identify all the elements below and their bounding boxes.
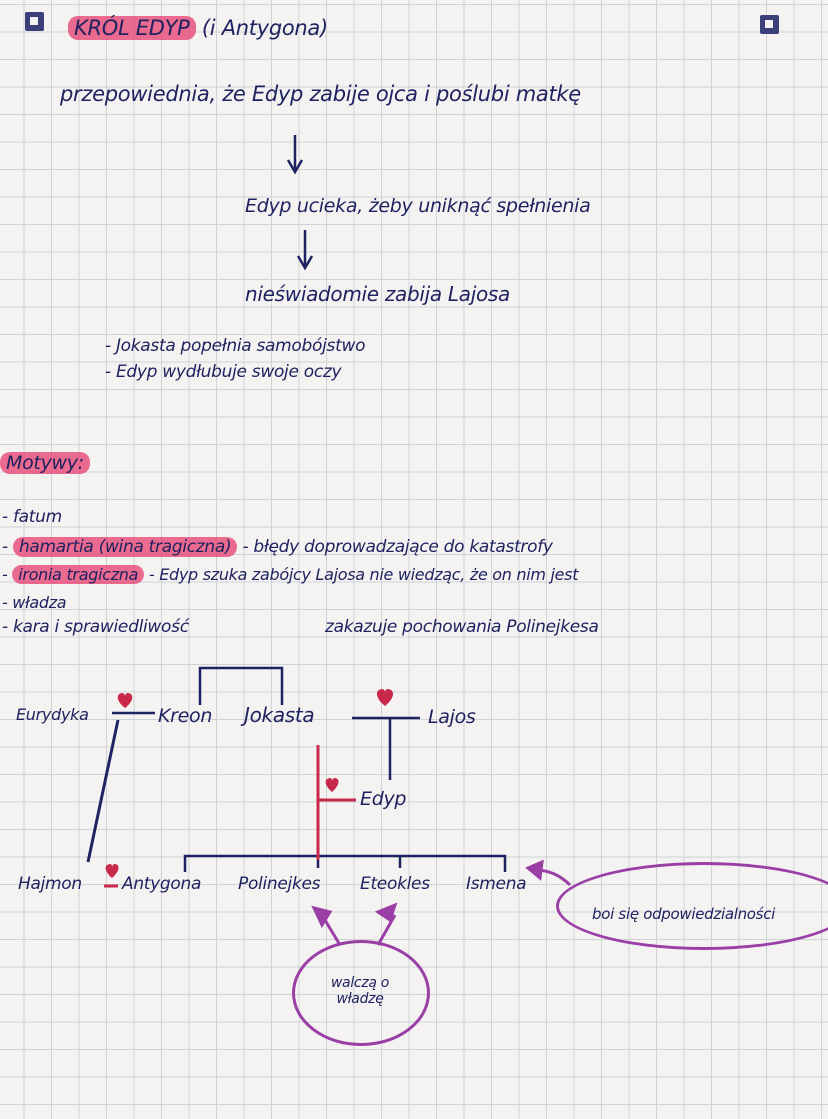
heart-icon <box>325 778 339 792</box>
motif-item: - hamartia (wina tragiczna) - błędy dopr… <box>2 537 553 557</box>
note-bubble-ismena <box>556 862 828 950</box>
motif-item: - fatum <box>2 507 62 527</box>
motif-label: hamartia (wina tragiczna) <box>12 537 238 557</box>
heart-icon <box>117 693 133 708</box>
motifs-heading: Motywy: <box>0 452 90 474</box>
motif-label: władza <box>12 593 67 612</box>
motifs-heading-text: Motywy: <box>0 452 90 474</box>
person-ismena: Ismena <box>466 874 527 894</box>
motif-label: ironia tragiczna <box>12 565 145 584</box>
person-edyp: Edyp <box>360 788 407 810</box>
person-hajmon: Hajmon <box>18 874 82 894</box>
heart-icons <box>105 689 394 878</box>
person-eteokles: Eteokles <box>360 874 430 894</box>
motif-label: kara i sprawiedliwość <box>12 617 189 637</box>
plot-line-2: Edyp ucieka, żeby uniknąć spełnienia <box>245 195 591 217</box>
note-brothers: walczą o władzę <box>330 975 390 1007</box>
person-eurydyka: Eurydyka <box>16 705 89 724</box>
motif-item: - władza <box>2 593 67 612</box>
person-polinejkes: Polinejkes <box>238 874 321 894</box>
motif-item: - ironia tragiczna - Edyp szuka zabójcy … <box>2 565 579 584</box>
title-sub: (i Antygona) <box>201 16 328 40</box>
motif-note: - błędy doprowadzające do katastrofy <box>242 537 553 557</box>
title-main: KRÓL EDYP <box>68 16 196 40</box>
title: KRÓL EDYP (i Antygona) <box>68 16 328 40</box>
motif-note: - Edyp szuka zabójcy Lajosa nie wiedząc,… <box>148 565 579 584</box>
plot-line-1: przepowiednia, że Edyp zabije ojca i poś… <box>60 82 581 106</box>
motif-label: fatum <box>12 507 62 527</box>
person-jokasta: Jokasta <box>244 703 315 727</box>
heart-icon <box>105 864 119 878</box>
motif-note-polinejkes: zakazuje pochowania Polinejkesa <box>325 617 599 637</box>
person-lajos: Lajos <box>428 706 476 728</box>
motif-item: - kara i sprawiedliwość <box>2 617 189 637</box>
plot-line-3: nieświadomie zabija Lajosa <box>245 282 511 306</box>
note-bubble-brothers <box>292 940 430 1046</box>
consequence-1: - Jokasta popełnia samobójstwo <box>105 336 366 356</box>
person-kreon: Kreon <box>158 705 213 727</box>
note-ismena: boi się odpowiedzialności <box>592 905 776 923</box>
page-corner-marker-left <box>25 12 44 31</box>
consequence-2: - Edyp wydłubuje swoje oczy <box>105 362 342 382</box>
page-corner-marker-right <box>760 15 779 34</box>
person-antygona: Antygona <box>122 874 202 894</box>
heart-icon <box>376 689 394 706</box>
